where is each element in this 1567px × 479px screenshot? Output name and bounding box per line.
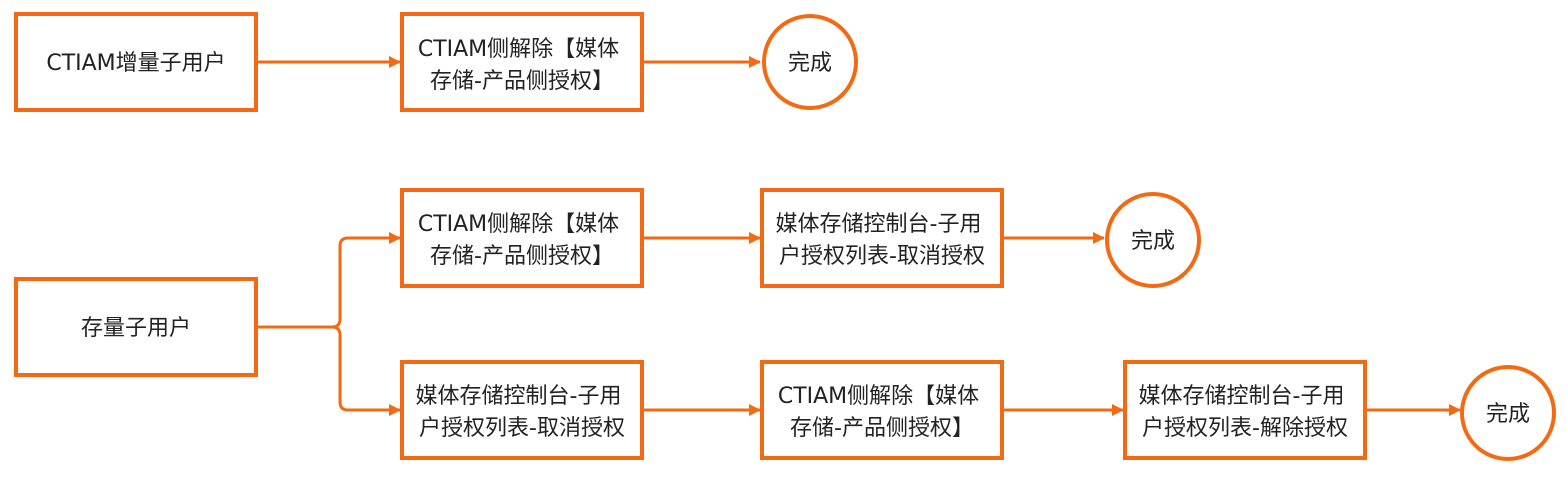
edge-branch-to-mid-revoke (331, 232, 401, 329)
edge-branch-to-bot-cancel (331, 325, 401, 416)
node-mid-console-cancel: 媒体存储控制台-子用 户授权列表-取消授权 (760, 188, 1004, 288)
node-ctiam-new-sub-user: CTIAM增量子用户 (14, 12, 258, 112)
node-mid-ctiam-revoke: CTIAM侧解除【媒体 存储-产品侧授权】 (400, 188, 644, 288)
node-label: CTIAM侧解除【媒体 存储-产品侧授权】 (418, 37, 626, 94)
node-label: 完成 (1486, 402, 1530, 427)
node-bot-done: 完成 (1460, 365, 1556, 461)
edges (257, 56, 1461, 416)
node-label: CTIAM增量子用户 (46, 51, 225, 76)
node-label: 媒体存储控制台-子用 户授权列表-取消授权 (416, 384, 629, 441)
node-top-done: 完成 (762, 14, 858, 110)
node-bot-console-cancel: 媒体存储控制台-子用 户授权列表-取消授权 (400, 360, 644, 460)
node-existing-sub-user: 存量子用户 (14, 277, 258, 377)
node-label: CTIAM侧解除【媒体 存储-产品侧授权】 (418, 212, 626, 269)
node-label: 完成 (1131, 229, 1175, 254)
node-mid-done: 完成 (1105, 192, 1201, 288)
node-label: 存量子用户 (81, 316, 191, 341)
node-top-ctiam-revoke: CTIAM侧解除【媒体 存储-产品侧授权】 (400, 12, 644, 112)
node-label: 完成 (788, 51, 832, 76)
node-bot-console-release: 媒体存储控制台-子用 户授权列表-解除授权 (1123, 360, 1367, 460)
node-label: CTIAM侧解除【媒体 存储-产品侧授权】 (778, 384, 986, 441)
node-bot-ctiam-revoke: CTIAM侧解除【媒体 存储-产品侧授权】 (760, 360, 1004, 460)
node-label: 媒体存储控制台-子用 户授权列表-解除授权 (1139, 384, 1352, 441)
node-label: 媒体存储控制台-子用 户授权列表-取消授权 (776, 212, 989, 269)
